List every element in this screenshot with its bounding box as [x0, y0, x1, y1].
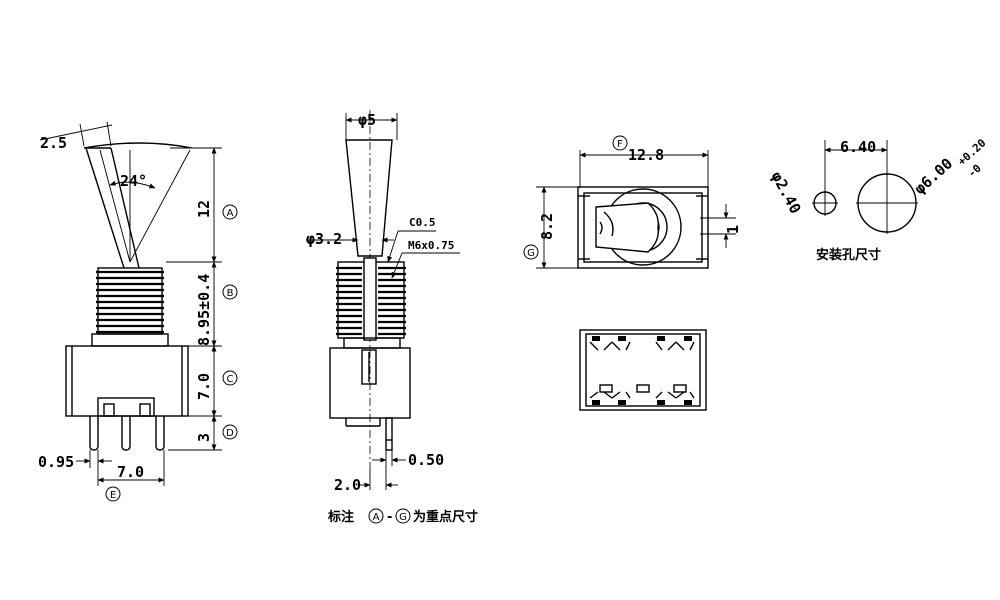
marker-e-circle [105, 486, 121, 502]
large-dia-label: φ6.00 [911, 154, 957, 198]
side-bushing [336, 257, 406, 341]
pin-pitch-label: 7.0 [117, 463, 144, 481]
front-pins [89, 416, 165, 451]
lever-dia-label: φ3.2 [306, 230, 342, 248]
marker-a-letter: A [227, 208, 234, 219]
marker-c-letter: C [227, 374, 234, 385]
front-lever [83, 142, 193, 269]
marker-f-letter: F [617, 139, 623, 150]
pin-width-label: 0.95 [38, 453, 74, 471]
front-body [65, 345, 189, 417]
marker-g-circle [523, 244, 539, 260]
pin-offset-label: 2.0 [334, 476, 361, 494]
top-body [577, 186, 709, 269]
note-suffix: 为重点尺寸 [413, 509, 478, 525]
dim-a-label: 12 [195, 200, 213, 218]
slot-label: 1 [724, 225, 742, 234]
note-prefix: 标注 [327, 509, 354, 525]
dim-b-label: 8.95±0.4 [195, 274, 213, 346]
small-dia-label: φ2.40 [767, 168, 804, 216]
marker-d-letter: D [226, 428, 234, 439]
angle-label: 24° [120, 172, 147, 190]
lever-offset-label: 2.5 [40, 134, 67, 152]
note-marker-a [368, 508, 384, 524]
note-marker-a-letter: A [373, 512, 380, 523]
front-view: 2.5 24° [38, 121, 238, 502]
marker-b-circle [222, 284, 238, 300]
marker-e-letter: E [110, 490, 116, 501]
hole-spacing-label: 6.40 [840, 138, 876, 156]
note-marker-g [395, 508, 411, 524]
front-bushing [91, 267, 169, 347]
bottom-terminals [589, 336, 695, 405]
tip-dia-label: φ5 [358, 111, 376, 129]
side-body [329, 337, 411, 451]
marker-f-circle [612, 135, 628, 151]
pin-thickness-label: 0.50 [408, 451, 444, 469]
note-dash: - [387, 510, 392, 525]
side-view: φ5 φ3.2 C0.5 M6x0.75 [306, 110, 478, 525]
marker-a-circle [222, 204, 238, 220]
dim-c-label: 7.0 [195, 373, 213, 400]
marker-g-letter: G [527, 248, 535, 259]
bottom-view [579, 329, 707, 411]
marker-d-circle [222, 424, 238, 440]
marker-b-letter: B [227, 288, 234, 299]
chamfer-label: C0.5 [409, 216, 436, 229]
marker-c-circle [222, 370, 238, 386]
lever-offset-dim-line [39, 124, 113, 141]
mounting-hole-title: 安装孔尺寸 [816, 247, 881, 263]
length-label: 12.8 [628, 146, 664, 164]
note-marker-g-letter: G [399, 512, 407, 523]
mounting-hole: 6.40 φ2.40 φ6.00 +0.20 -0 安装孔尺寸 [767, 136, 988, 263]
dim-d-label: 3 [195, 433, 213, 442]
top-view: F 12.8 8.2 G 1 [523, 135, 742, 269]
side-lever [345, 139, 393, 257]
width-label: 8.2 [538, 213, 556, 240]
thread-label: M6x0.75 [408, 239, 454, 252]
